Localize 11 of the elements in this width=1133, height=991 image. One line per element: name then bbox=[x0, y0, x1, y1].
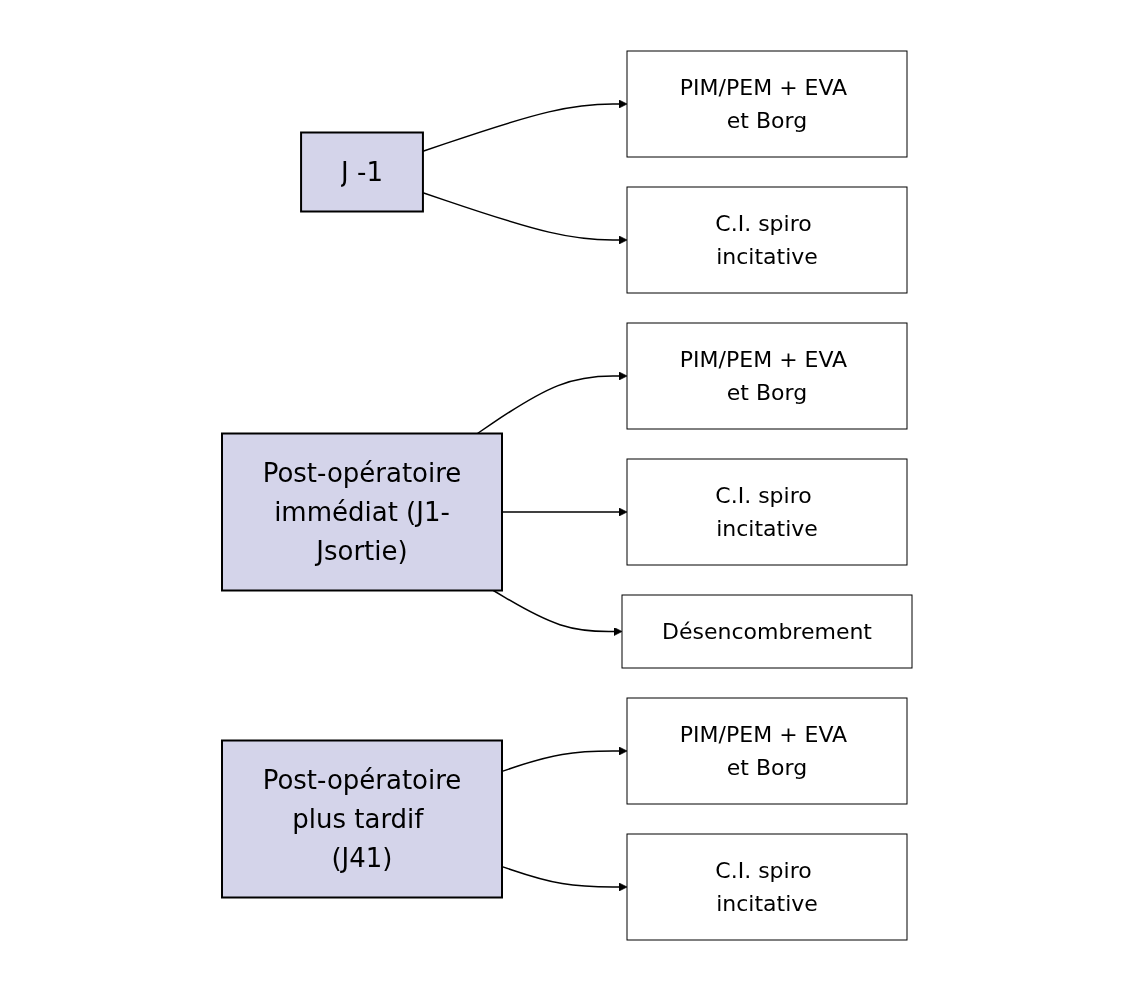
node-box: PIM/PEM + EVA et Borg bbox=[626, 322, 907, 430]
node-box: C.I. spiro incitative bbox=[626, 458, 907, 566]
arrow bbox=[492, 589, 622, 636]
arrow bbox=[476, 371, 627, 435]
node-box: Post-opératoire plus tardif (J41) bbox=[220, 739, 503, 899]
node-box: Post-opératoire immédiat (J1-Jsortie) bbox=[220, 432, 503, 592]
node-box: PIM/PEM + EVA et Borg bbox=[626, 697, 907, 805]
node-box: PIM/PEM + EVA et Borg bbox=[626, 50, 907, 158]
node-box: C.I. spiro incitative bbox=[626, 186, 907, 294]
node-box: C.I. spiro incitative bbox=[626, 833, 907, 941]
node-box: Désencombrement bbox=[621, 594, 912, 669]
